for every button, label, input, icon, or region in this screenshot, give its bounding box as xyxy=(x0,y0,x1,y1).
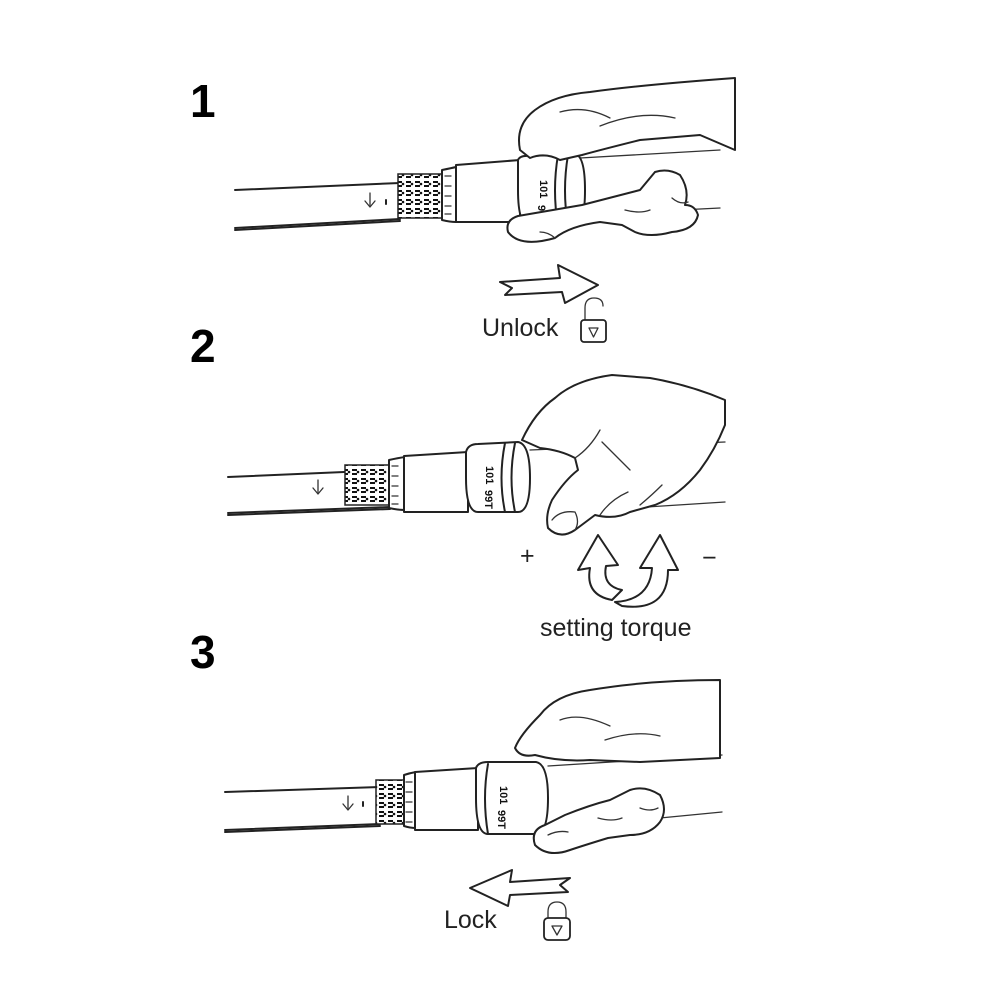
unlock-padlock-icon xyxy=(580,297,607,343)
wrench-handle-2: 101 99T xyxy=(227,441,726,516)
down-arrow-icon xyxy=(342,795,354,811)
push-arrow-left xyxy=(469,869,571,907)
rotate-arrows-icon xyxy=(577,534,679,608)
step-1: 1 101 99T xyxy=(190,75,736,343)
hand-3 xyxy=(514,679,721,855)
scale-window-icon xyxy=(344,464,392,506)
lock-padlock-icon xyxy=(543,901,571,941)
scale-window-icon xyxy=(375,779,407,825)
wrench-handle-3: 101 99T xyxy=(224,754,723,835)
hand-1 xyxy=(506,77,736,243)
step-3: 3 101 99T Lock xyxy=(190,626,723,941)
scale-mark: 99T xyxy=(482,490,494,509)
pull-arrow-right xyxy=(499,264,599,304)
step-3-number: 3 xyxy=(190,626,216,678)
scale-mark: 101 xyxy=(483,466,495,484)
step-2-caption: setting torque xyxy=(540,614,692,642)
scale-mark: 101 xyxy=(497,786,509,804)
plus-label: + xyxy=(520,542,535,570)
step-1-caption: Unlock xyxy=(482,314,559,342)
down-arrow-icon xyxy=(364,192,376,208)
step-1-number: 1 xyxy=(190,75,216,127)
scale-mark: 99T xyxy=(495,810,507,829)
minus-label: − xyxy=(702,544,717,572)
hand-2 xyxy=(521,374,726,536)
step-3-caption: Lock xyxy=(444,906,497,934)
down-arrow-icon xyxy=(312,479,324,495)
scale-window-icon xyxy=(397,173,443,219)
scale-mark: 101 xyxy=(537,180,549,198)
step-2: 2 101 99T + − s xyxy=(190,320,726,642)
step-2-number: 2 xyxy=(190,320,216,372)
